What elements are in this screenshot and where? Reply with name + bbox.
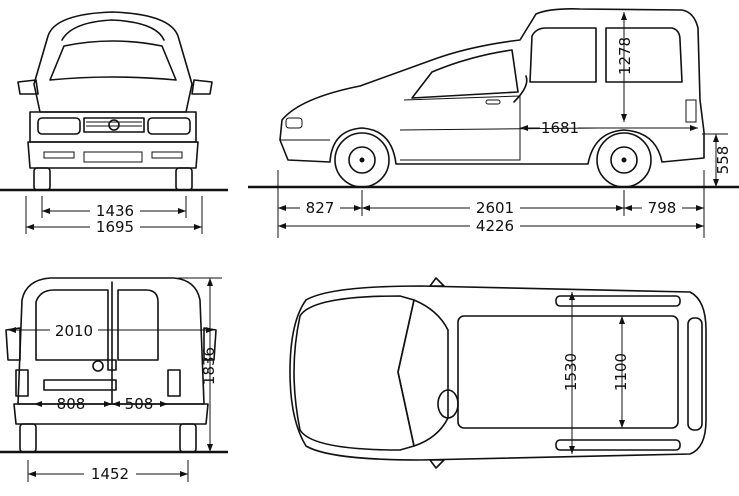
rear-logo-icon <box>92 360 104 372</box>
side-cargo-window-1 <box>529 27 597 83</box>
dim-side-cargo-length: 1681 <box>541 119 579 137</box>
rear-lamp-left <box>15 369 29 397</box>
side-front-window <box>411 49 519 99</box>
top-mirror-left <box>429 277 445 287</box>
front-tire-right <box>175 167 193 191</box>
top-rear-bumper <box>687 317 703 431</box>
dim-side-length: 4226 <box>476 217 514 235</box>
dim-rear-height: 1836 <box>200 347 218 385</box>
front-view: 1436 1695 <box>0 11 228 236</box>
dim-side-front-overhang: 827 <box>306 199 335 217</box>
dim-rear-door-height: 2010 <box>55 322 93 340</box>
rear-tire-left <box>19 423 37 453</box>
dim-rear-door-left: 808 <box>57 395 86 413</box>
front-windshield <box>49 40 177 81</box>
side-front-wheel <box>334 132 390 188</box>
rear-body-outline <box>17 277 205 405</box>
side-tail-light <box>685 99 697 123</box>
top-roof <box>457 315 679 429</box>
rear-handle <box>107 359 117 371</box>
front-grille <box>83 117 145 133</box>
side-body-outline <box>279 8 705 165</box>
dim-top-width: 1530 <box>562 353 580 391</box>
side-view: 1278 1681 558 827 2601 798 4226 <box>248 8 739 238</box>
side-headlight <box>285 117 303 129</box>
front-headlight-left <box>37 117 81 135</box>
top-steering-wheel <box>437 389 459 419</box>
rear-view: 2010 808 508 1836 1452 <box>0 277 228 483</box>
dim-rear-door-right: 508 <box>125 395 154 413</box>
front-roof-line <box>61 19 165 41</box>
side-mirror <box>513 75 528 103</box>
side-door-handle <box>485 99 501 105</box>
side-cargo-window-2 <box>605 27 683 83</box>
side-rear-wheel <box>596 132 652 188</box>
front-tire-left <box>33 167 51 191</box>
dim-side-load-height: 558 <box>714 146 732 175</box>
front-mirror-left <box>17 79 39 95</box>
front-fascia <box>29 111 197 143</box>
top-view: 1530 1100 <box>289 277 707 469</box>
front-lower-intake <box>83 151 143 163</box>
dim-side-wheelbase: 2601 <box>476 199 514 217</box>
front-bumper <box>27 141 199 169</box>
rear-mirror-left <box>5 327 21 361</box>
dim-front-track: 1436 <box>96 202 134 220</box>
dim-side-cargo-height: 1278 <box>616 37 634 75</box>
top-hood <box>293 295 415 451</box>
rear-window-left <box>35 289 109 361</box>
side-door <box>400 95 521 161</box>
top-body-outline <box>289 285 707 461</box>
rear-window-right <box>117 289 159 361</box>
rear-bumper <box>13 403 209 425</box>
front-logo-icon <box>108 119 120 131</box>
top-mirror-right <box>429 459 445 469</box>
front-body-outline <box>33 11 193 113</box>
top-window-right <box>555 439 681 451</box>
top-windshield <box>397 299 449 447</box>
dim-rear-track: 1452 <box>91 465 129 483</box>
rear-plate <box>43 379 117 391</box>
dim-front-width: 1695 <box>96 218 134 236</box>
dim-top-between-arches: 1100 <box>612 353 630 391</box>
front-mirror-right <box>191 79 213 95</box>
dim-side-rear-overhang: 798 <box>648 199 677 217</box>
rear-lamp-right <box>167 369 181 397</box>
rear-tire-right <box>179 423 197 453</box>
front-headlight-right <box>147 117 191 135</box>
top-window-left <box>555 295 681 307</box>
